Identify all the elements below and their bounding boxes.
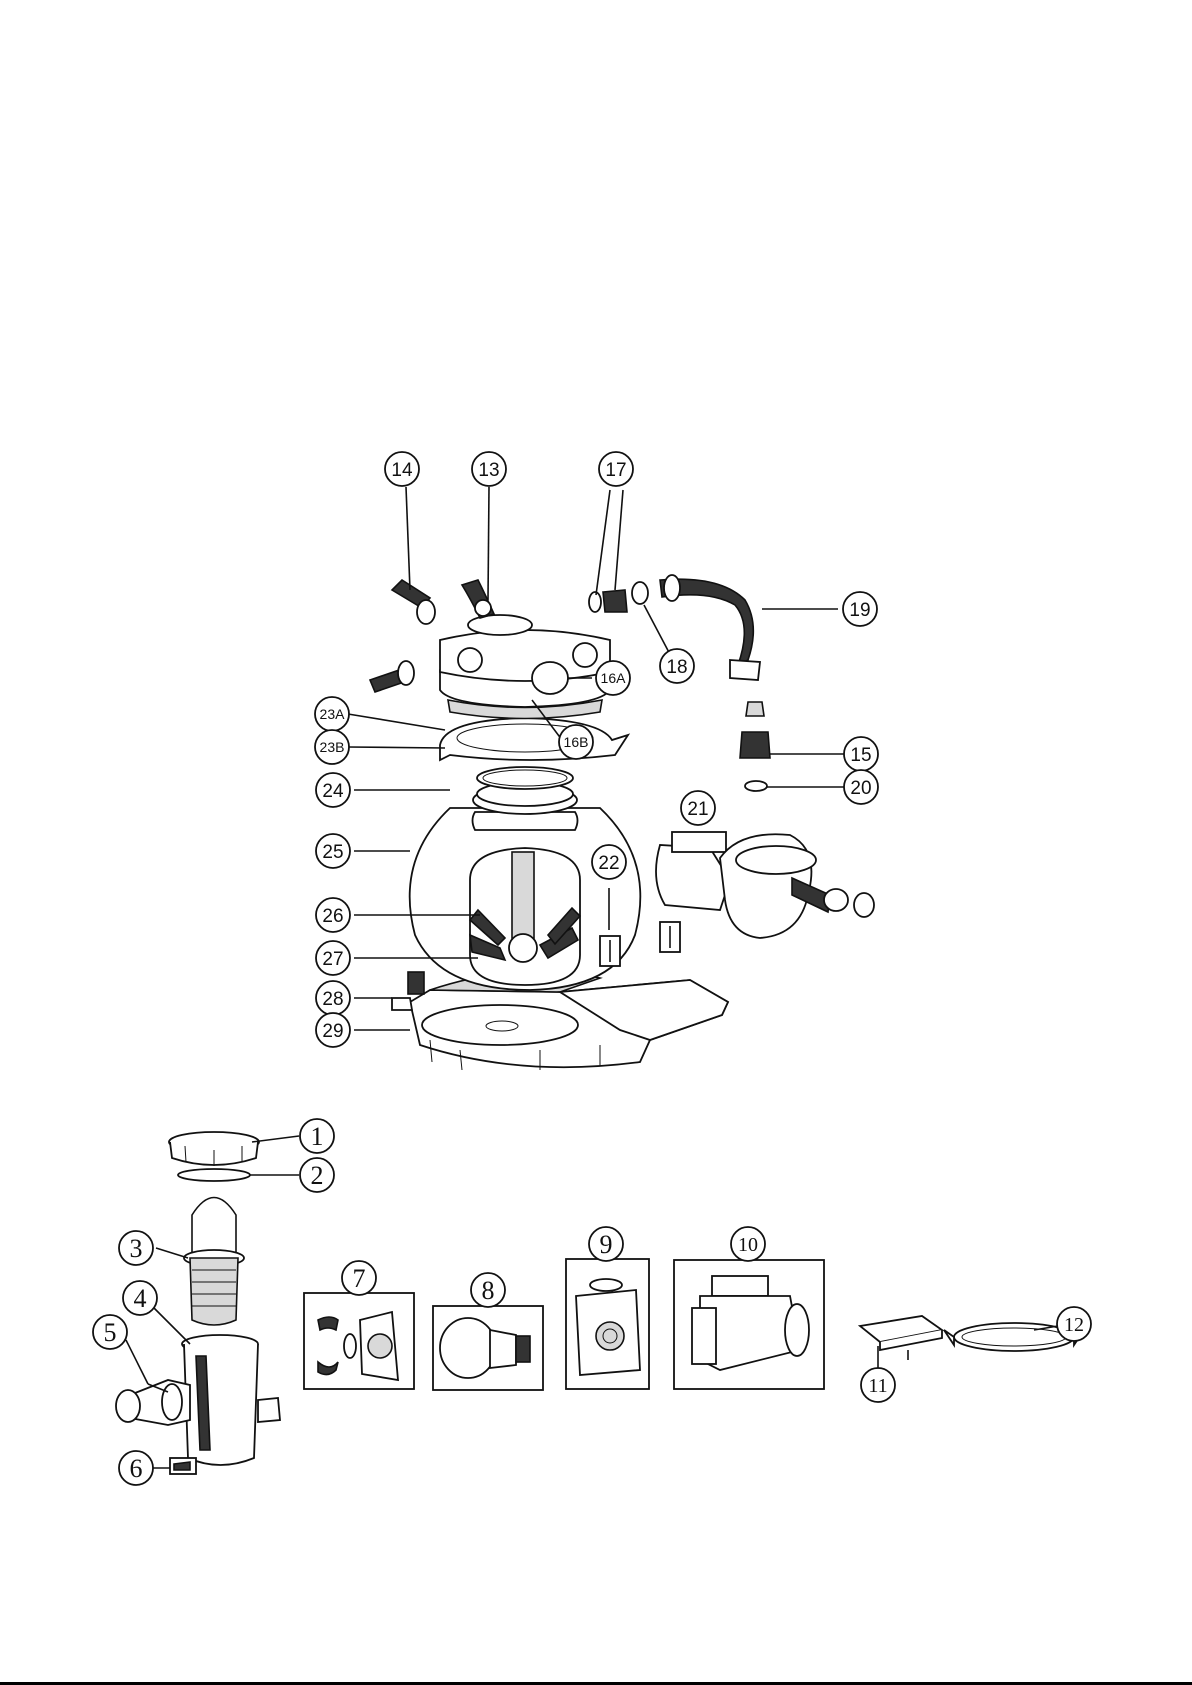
callout-29: 29	[316, 1013, 350, 1047]
svg-text:24: 24	[322, 781, 344, 802]
svg-text:16A: 16A	[601, 670, 627, 686]
svg-text:12: 12	[1064, 1314, 1084, 1336]
svg-text:13: 13	[478, 460, 499, 481]
callout-20: 20	[844, 770, 878, 804]
svg-text:3: 3	[130, 1234, 143, 1263]
lid-o-ring-part	[178, 1169, 250, 1181]
callout-15: 15	[844, 737, 878, 771]
callout-2: 2	[300, 1158, 334, 1192]
svg-text:18: 18	[666, 657, 687, 678]
callout-10: 10	[731, 1227, 765, 1261]
tank-o-ring-part	[477, 767, 573, 789]
strainer-housing-part	[116, 1335, 280, 1465]
callout-23a: 23A	[315, 697, 349, 731]
svg-text:2: 2	[311, 1161, 324, 1190]
svg-text:23B: 23B	[320, 739, 345, 755]
motor-base-part	[860, 1316, 942, 1360]
tank-clamp-part	[440, 718, 628, 760]
hose-adapter-part	[370, 580, 435, 692]
strainer-basket-part	[184, 1198, 244, 1326]
svg-text:23A: 23A	[320, 706, 346, 722]
svg-text:1: 1	[311, 1122, 324, 1151]
svg-text:5: 5	[104, 1318, 117, 1347]
housing-drain-plug-part	[170, 1458, 196, 1474]
svg-text:28: 28	[322, 989, 343, 1010]
callout-17: 17	[599, 452, 633, 486]
callout-16a: 16A	[596, 661, 630, 695]
svg-text:20: 20	[850, 778, 871, 799]
callout-11: 11	[861, 1368, 895, 1402]
callout-9: 9	[589, 1227, 623, 1261]
callout-27: 27	[316, 941, 350, 975]
pump-adapter-part	[740, 702, 770, 791]
multiport-valve-part	[440, 580, 610, 719]
svg-text:29: 29	[322, 1021, 343, 1042]
svg-text:9: 9	[600, 1230, 613, 1259]
callout-14: 14	[385, 452, 419, 486]
callout-16b: 16B	[559, 725, 593, 759]
svg-text:8: 8	[482, 1276, 495, 1305]
svg-text:14: 14	[391, 460, 413, 481]
pump-lid-part	[169, 1132, 259, 1166]
svg-text:25: 25	[322, 842, 343, 863]
callout-4: 4	[123, 1281, 157, 1315]
svg-text:27: 27	[322, 949, 343, 970]
svg-text:21: 21	[687, 799, 708, 820]
svg-text:19: 19	[849, 600, 870, 621]
pump-impeller-assembly-box	[433, 1306, 543, 1390]
svg-text:10: 10	[738, 1234, 758, 1256]
callout-23b: 23B	[315, 730, 349, 764]
callout-22: 22	[592, 845, 626, 879]
callout-12: 12	[1057, 1307, 1091, 1341]
pump-volute-box	[566, 1259, 649, 1389]
svg-text:17: 17	[605, 460, 626, 481]
callout-3: 3	[119, 1231, 153, 1265]
svg-text:15: 15	[850, 745, 871, 766]
callout-19: 19	[843, 592, 877, 626]
callout-24: 24	[316, 773, 350, 807]
callout-13: 13	[472, 452, 506, 486]
callout-26: 26	[316, 898, 350, 932]
valve-cap-part	[532, 662, 568, 694]
callout-25: 25	[316, 834, 350, 868]
pump-part	[656, 832, 874, 938]
svg-text:7: 7	[353, 1264, 366, 1293]
callout-28: 28	[316, 981, 350, 1015]
callout-5: 5	[93, 1315, 127, 1349]
callout-8: 8	[471, 1273, 505, 1307]
svg-text:16B: 16B	[564, 734, 589, 750]
pump-motor-box	[674, 1260, 824, 1389]
svg-text:4: 4	[134, 1284, 147, 1313]
svg-text:26: 26	[322, 906, 343, 927]
callout-21: 21	[681, 791, 715, 825]
callout-7: 7	[342, 1261, 376, 1295]
svg-text:6: 6	[130, 1454, 143, 1483]
callout-1: 1	[300, 1119, 334, 1153]
svg-text:22: 22	[598, 853, 619, 874]
callout-6: 6	[119, 1451, 153, 1485]
callout-18: 18	[660, 649, 694, 683]
pump-seal-assembly-box	[304, 1293, 414, 1389]
svg-text:11: 11	[868, 1375, 887, 1397]
